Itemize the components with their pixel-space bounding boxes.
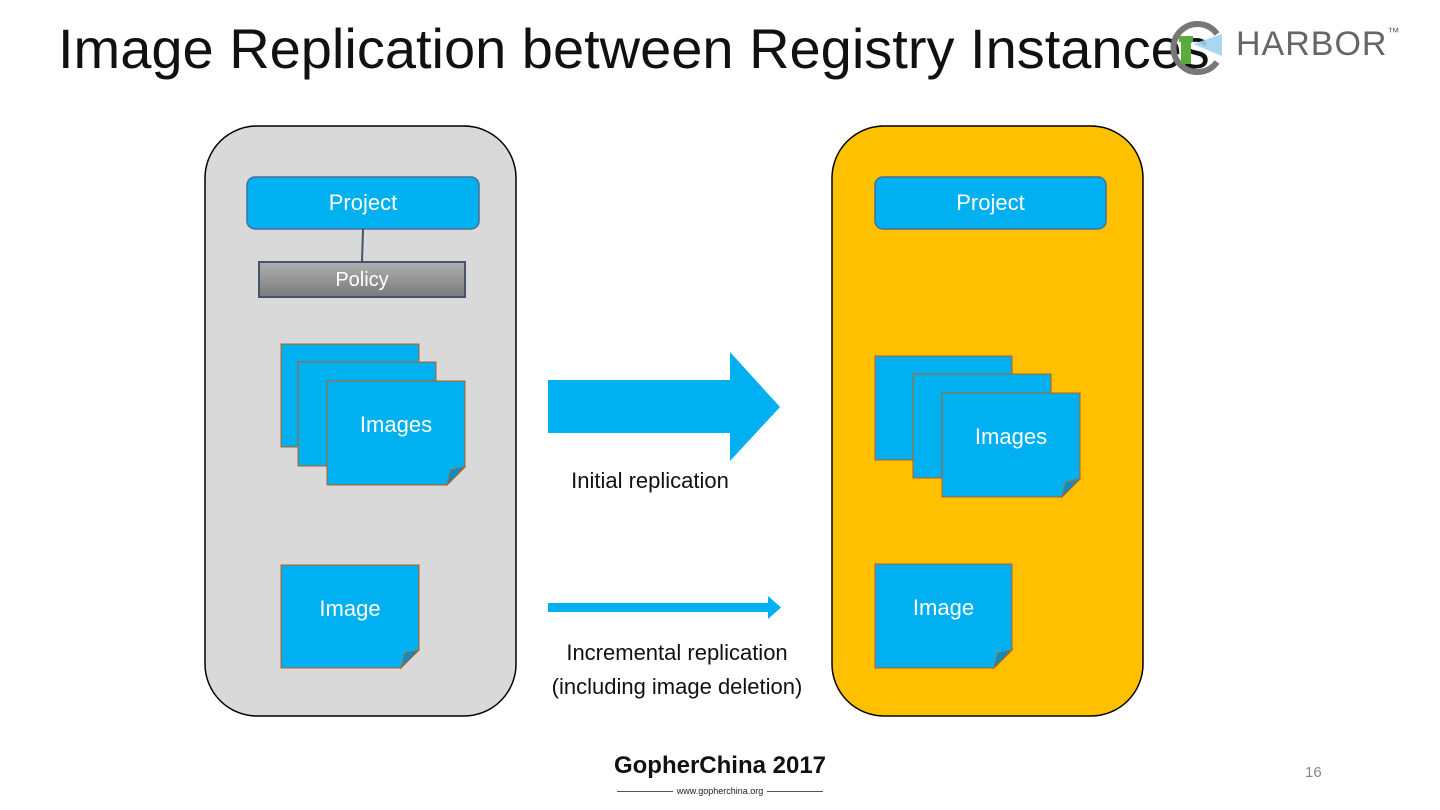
source-image-label: Image (319, 596, 381, 621)
gopherchina-logo-url: www.gopherchina.org (590, 786, 850, 797)
harbor-logo: HARBOR™ (1236, 24, 1400, 64)
target-project-label: Project (956, 190, 1025, 215)
policy-box (258, 261, 466, 298)
initial-replication-caption: Initial replication (571, 468, 729, 493)
harbor-logo-text: HARBOR (1236, 25, 1388, 63)
gopherchina-logo-title: GopherChina 2017 (613, 752, 827, 779)
policy-label: Policy (335, 269, 389, 291)
target-images-stack (874, 355, 1082, 499)
source-project-label: Project (328, 190, 398, 215)
gopherchina-url-text: www.gopherchina.org (676, 786, 764, 796)
slide-title: Image Replication between Registry Insta… (58, 17, 1210, 80)
target-project-box (874, 176, 1107, 230)
target-image-box (874, 563, 1014, 670)
incremental-replication-arrow (548, 596, 781, 619)
target-image-label: Image (912, 595, 975, 620)
source-images-label: Images (359, 412, 433, 437)
project-policy-connector (361, 228, 364, 263)
incremental-replication-caption-line1: Incremental replication (566, 640, 788, 665)
source-image-box (280, 564, 421, 670)
harbor-logo-icon (1170, 21, 1222, 75)
target-images-label: Images (974, 424, 1048, 449)
initial-replication-arrow (548, 352, 780, 461)
harbor-trademark: ™ (1387, 25, 1401, 39)
incremental-replication-caption-line2: (including image deletion) (551, 674, 803, 699)
page-number: 16 (1305, 764, 1322, 781)
source-images-stack (280, 343, 467, 487)
